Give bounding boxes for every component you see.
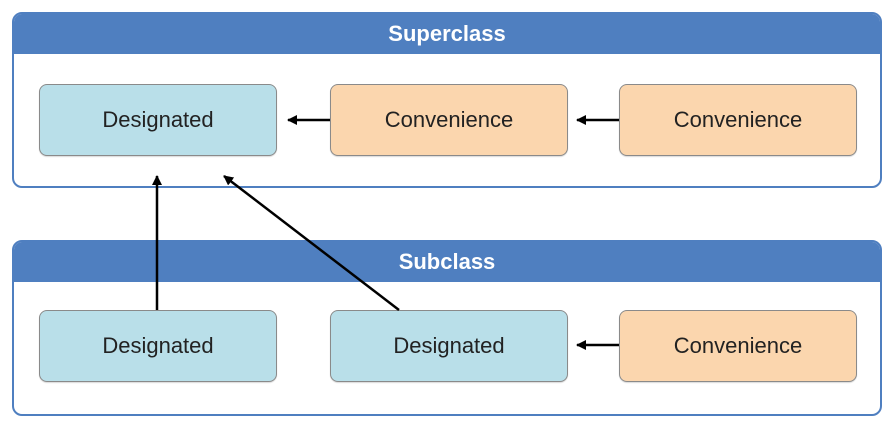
subclass-header: Subclass <box>14 242 880 282</box>
superclass-convenience-node-1: Convenience <box>330 84 568 156</box>
subclass-designated-node-2: Designated <box>330 310 568 382</box>
superclass-header: Superclass <box>14 14 880 54</box>
subclass-convenience-node: Convenience <box>619 310 857 382</box>
superclass-convenience-node-2: Convenience <box>619 84 857 156</box>
superclass-designated-node: Designated <box>39 84 277 156</box>
subclass-designated-node-1: Designated <box>39 310 277 382</box>
